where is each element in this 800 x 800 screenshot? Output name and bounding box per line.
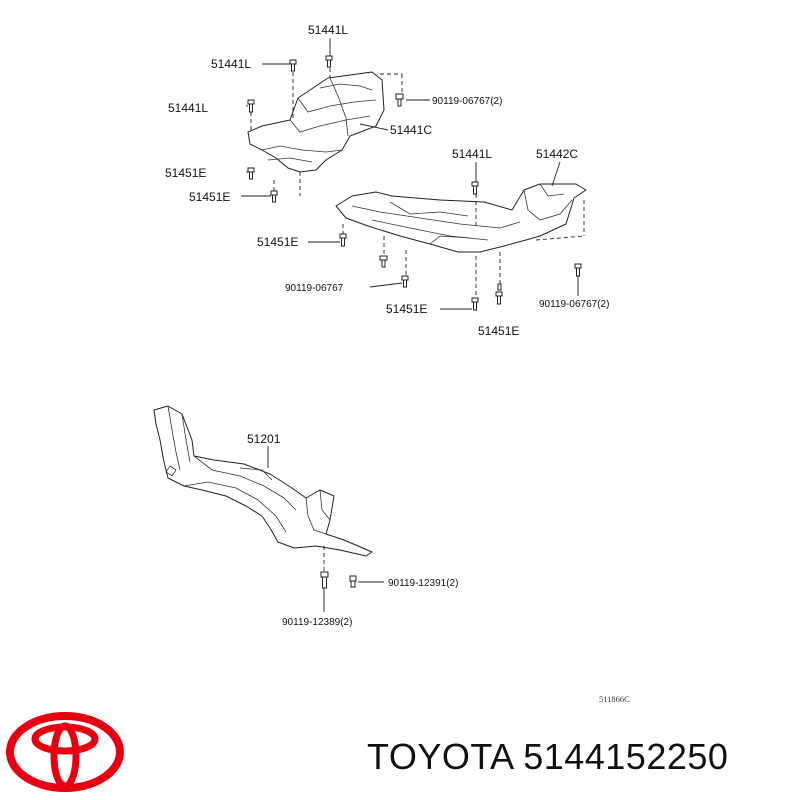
callout-51441c: 51441C xyxy=(390,123,432,137)
bolt-icon xyxy=(247,55,582,589)
callout-51451e-left-1: 51451E xyxy=(165,166,206,180)
callout-51441l-left-lower: 51441L xyxy=(168,101,208,115)
callout-51451e-bottom-2: 51451E xyxy=(478,324,519,338)
callout-51441l-top: 51441L xyxy=(308,23,348,37)
brand-part-number: TOYOTA 5144152250 xyxy=(367,736,729,777)
callout-51451e-bottom-1: 51451E xyxy=(386,302,427,316)
callout-51451e-left-2: 51451E xyxy=(189,190,230,204)
callout-90119-12389-2: 90119-12389(2) xyxy=(282,617,352,628)
callout-90119-06767-2-upper: 90119-06767(2) xyxy=(432,96,502,107)
callout-51201: 51201 xyxy=(247,432,281,446)
callout-90119-06767-2-right: 90119-06767(2) xyxy=(539,299,609,310)
callout-51441l-right: 51441L xyxy=(452,147,492,161)
toyota-logo-icon xyxy=(6,712,124,792)
callout-51451e-middle: 51451E xyxy=(257,235,298,249)
callout-51441l-left: 51441L xyxy=(211,57,251,71)
leader-lines xyxy=(241,38,585,612)
callout-51442c: 51442C xyxy=(536,147,578,161)
splash-shield-51441c xyxy=(247,71,385,173)
callout-90119-12391-2: 90119-12391(2) xyxy=(388,578,458,589)
crossmember-51201 xyxy=(153,405,373,557)
diagram-code: 511866C xyxy=(599,694,630,704)
callout-90119-06767: 90119-06767 xyxy=(285,283,344,294)
under-cover-51442c xyxy=(335,183,587,253)
